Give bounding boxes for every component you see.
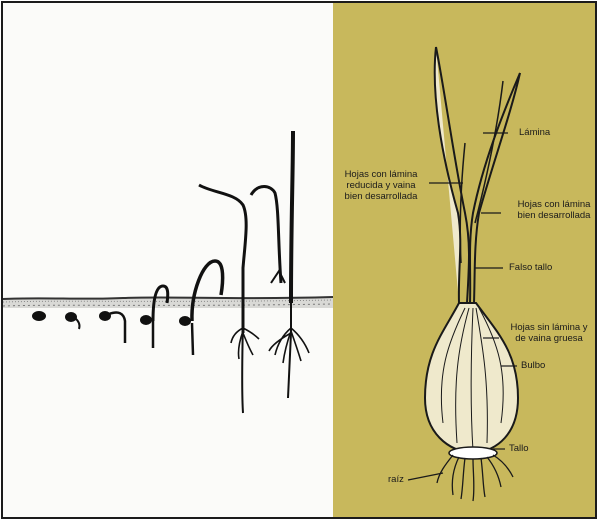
stage-seed (32, 311, 46, 321)
stage-root (99, 311, 125, 343)
onion-anatomy-drawing (333, 3, 597, 519)
stage-radicle (65, 312, 80, 329)
label-lamina: Lámina (519, 127, 550, 138)
label-falso-tallo: Falso tallo (509, 262, 552, 273)
stage-hook (140, 286, 168, 348)
stage-young-plant (251, 131, 309, 398)
germination-sequence (3, 3, 333, 519)
label-tallo: Tallo (509, 443, 529, 454)
label-hojas-sin-lamina: Hojas sin lámina y de vaina gruesa (499, 322, 597, 344)
label-raiz: raíz (388, 474, 404, 485)
onion-anatomy-panel: Lámina Hojas con lámina reducida y vaina… (333, 3, 595, 517)
label-hojas-desarrollada: Hojas con lámina bien desarrollada (509, 199, 597, 221)
germination-panel (3, 3, 333, 517)
label-hojas-reducida: Hojas con lámina reducida y vaina bien d… (333, 169, 429, 202)
basal-plate (449, 447, 497, 459)
label-bulbo: Bulbo (521, 360, 545, 371)
